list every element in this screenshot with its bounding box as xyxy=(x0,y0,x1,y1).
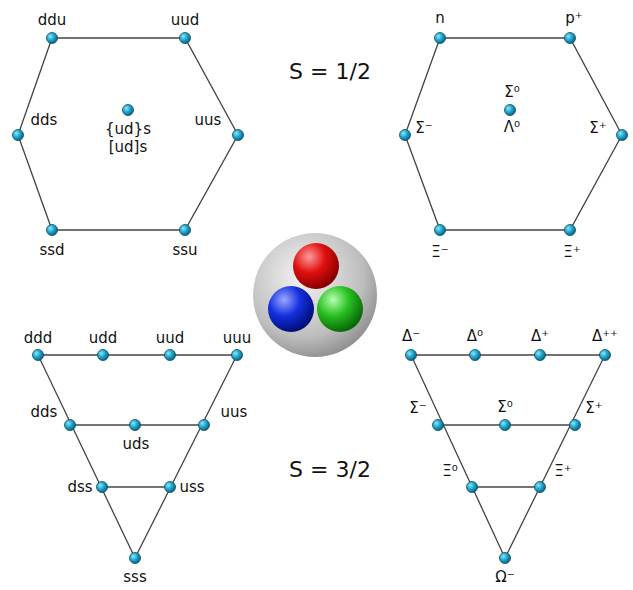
particle-label: uud xyxy=(156,330,185,347)
particle-label: Ξ⁺ xyxy=(554,463,571,480)
particle-label: uus xyxy=(221,404,248,421)
particle-dots xyxy=(13,33,628,564)
particle-label: {ud}s xyxy=(105,121,151,138)
particle-label: dss xyxy=(67,479,92,496)
particle-label: ssu xyxy=(172,242,197,259)
particle-label: ssd xyxy=(39,242,64,259)
particle-label: uus xyxy=(195,112,222,129)
particle-label: Ω⁻ xyxy=(495,569,514,586)
particle-label: Δ⁺⁺ xyxy=(592,328,618,345)
particle-label: n xyxy=(435,10,445,27)
particle-label: Ξ⁻ xyxy=(431,244,448,261)
particle-label: Σ⁺ xyxy=(585,400,602,417)
lattice-lines xyxy=(18,38,622,558)
particle-label: ddu xyxy=(38,12,67,29)
particle-label: dds xyxy=(31,404,58,421)
baryon-illustration xyxy=(253,233,377,357)
particle-label: uuu xyxy=(223,330,252,347)
particle-label: Σ⁻ xyxy=(415,120,432,137)
particle-label: Σ⁻ xyxy=(409,400,426,417)
spin-label: S = 3/2 xyxy=(289,458,371,482)
particle-label: Σ⁰ xyxy=(504,84,520,101)
particle-label: ddd xyxy=(24,330,53,347)
particle-label: p⁺ xyxy=(565,10,582,27)
particle-label: Δ⁺ xyxy=(531,328,549,345)
particle-label: Λ⁰ xyxy=(504,119,520,136)
particle-label: Σ⁰ xyxy=(497,399,513,416)
particle-label: Ξ⁺ xyxy=(563,244,580,261)
particle-label: Ξ⁰ xyxy=(442,463,458,480)
particle-label: uds xyxy=(123,436,150,453)
particle-label: dds xyxy=(31,112,58,129)
particle-label: sss xyxy=(123,569,146,586)
particle-label: uud xyxy=(171,12,200,29)
particle-label: Σ⁺ xyxy=(589,120,606,137)
particle-label: uss xyxy=(179,479,204,496)
particle-label: udd xyxy=(89,330,118,347)
particle-label: Δ⁰ xyxy=(467,328,483,345)
particle-label: Δ⁻ xyxy=(402,328,420,345)
spin-label: S = 1/2 xyxy=(289,60,371,84)
particle-label: [ud]s xyxy=(109,139,148,156)
